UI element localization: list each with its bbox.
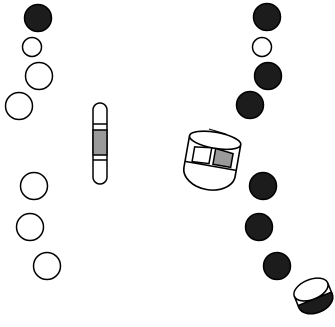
black-stone[interactable] bbox=[237, 92, 264, 119]
black-stone[interactable] bbox=[250, 173, 277, 200]
white-stone[interactable] bbox=[6, 93, 33, 120]
white-stone[interactable] bbox=[253, 38, 272, 57]
white-stone[interactable] bbox=[17, 214, 44, 241]
paddle-piece[interactable] bbox=[93, 103, 107, 184]
black-stone[interactable] bbox=[246, 214, 273, 241]
cup-piece[interactable] bbox=[181, 126, 243, 194]
black-stone[interactable] bbox=[255, 63, 282, 90]
black-stone[interactable] bbox=[264, 253, 291, 280]
cup-piece[interactable] bbox=[291, 274, 335, 319]
black-stone[interactable] bbox=[254, 4, 281, 31]
black-stone[interactable] bbox=[25, 5, 52, 32]
white-stone[interactable] bbox=[23, 38, 42, 57]
white-stone[interactable] bbox=[34, 253, 61, 280]
white-stone[interactable] bbox=[21, 173, 48, 200]
white-stone[interactable] bbox=[26, 63, 53, 90]
